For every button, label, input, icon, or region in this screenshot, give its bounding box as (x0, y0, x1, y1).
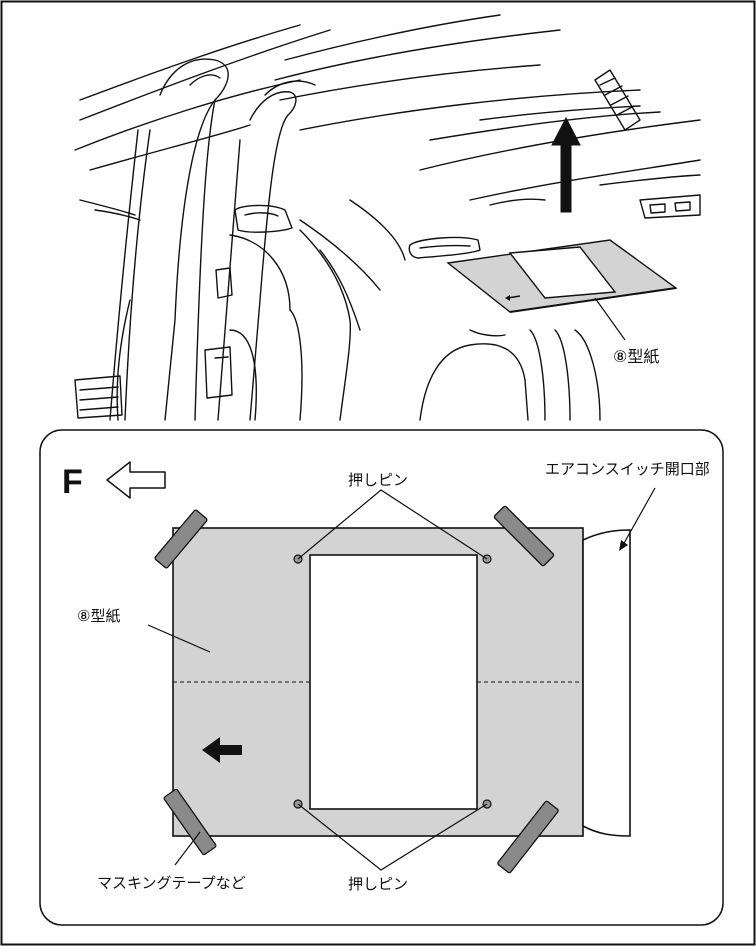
front-marker: F (62, 463, 83, 501)
leader-lines (147, 487, 656, 871)
masking-tape-label: マスキングテープなど (97, 874, 246, 892)
template-sheet (172, 527, 584, 837)
tape-bottom-right (497, 800, 559, 874)
push-pin-label-top: 押しピン (348, 471, 409, 489)
front-direction-arrow-icon (106, 461, 166, 499)
leader-arrowhead (619, 540, 628, 551)
tape-bottom-left (163, 788, 217, 856)
tape-top-right (493, 505, 555, 567)
template-sheet-perspective (446, 239, 678, 313)
car-interior-illustration (74, 14, 701, 421)
up-arrow-icon (551, 116, 581, 213)
template-label-top: ⑧型紙 (613, 347, 660, 366)
masking-tapes (154, 505, 559, 874)
ac-switch-opening-flap (582, 529, 631, 837)
ac-switch-opening-label: エアコンスイッチ開口部 (545, 460, 710, 478)
tape-top-left (154, 509, 208, 569)
direction-arrow-icon (202, 737, 242, 763)
template-label-bottom: ⑧型紙 (77, 607, 121, 625)
push-pin-label-bottom: 押しピン (348, 875, 409, 893)
template-leader-top (594, 297, 626, 341)
